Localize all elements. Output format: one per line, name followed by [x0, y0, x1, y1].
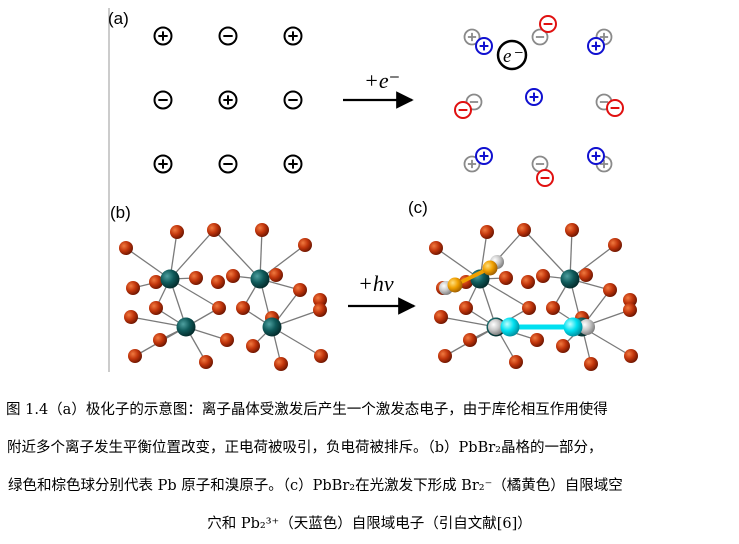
- br-atom: [274, 357, 288, 371]
- br-atom: [149, 275, 163, 289]
- attracted-positive-ion: [475, 37, 493, 55]
- br-atom: [459, 301, 473, 315]
- br-atom: [220, 333, 234, 347]
- pb2-electron-atom: [500, 317, 520, 337]
- negative-ion: [218, 26, 238, 46]
- arrow-label-photon: +hν: [358, 271, 394, 296]
- polaron-figure: (a) (b) (c) +e⁻ e⁻ +hν: [108, 8, 638, 372]
- br-atom: [149, 301, 163, 315]
- repelled-negative-ion: [539, 15, 557, 33]
- br2-hole-atom: [482, 260, 498, 276]
- positive-ion: [283, 26, 303, 46]
- original-ion-position: [531, 155, 549, 173]
- original-ion-position: [463, 28, 481, 46]
- br-atom: [556, 339, 570, 353]
- pbbr2-lattice: [119, 223, 328, 371]
- br-atom: [623, 303, 637, 317]
- br-atom: [212, 301, 226, 315]
- negative-ion: [218, 154, 238, 174]
- original-ion-position: [463, 155, 481, 173]
- panel-label-a: (a): [108, 9, 129, 28]
- pb-atom: [176, 317, 196, 337]
- attracted-positive-ion: [587, 37, 605, 55]
- ion-lattice-ground: [153, 26, 303, 174]
- br-atom: [269, 268, 283, 282]
- caption-line-2: 附近多个离子发生平衡位置改变，正电荷被吸引，负电荷被排斥。（b）PbBr₂晶格的…: [7, 440, 603, 456]
- br-atom: [199, 355, 213, 369]
- pb-atom: [560, 269, 580, 289]
- repelled-negative-ion: [536, 169, 554, 187]
- br-atom: [624, 349, 638, 363]
- br-atom: [255, 223, 269, 237]
- arrow-add-electron: +e⁻: [343, 68, 414, 109]
- positive-ion: [153, 154, 173, 174]
- br-atom: [226, 269, 240, 283]
- br-atom: [207, 223, 221, 237]
- br-atom: [521, 275, 535, 289]
- caption-line-1: 图 1.4（a）极化子的示意图：离子晶体受激发后产生一个激发态电子，由于库伦相互…: [6, 402, 608, 418]
- br-atom: [530, 333, 544, 347]
- br-atom: [298, 238, 312, 252]
- pb2-electron-atom: [563, 317, 583, 337]
- negative-ion: [283, 90, 303, 110]
- br-atom: [293, 283, 307, 297]
- positive-ion: [283, 154, 303, 174]
- caption-line-4: 穴和 Pb₂³⁺（天蓝色）自限域电子（引自文献[6]）: [207, 516, 532, 532]
- panel-label-c: (c): [408, 198, 428, 217]
- panel-label-b: (b): [110, 203, 131, 222]
- br-atom: [429, 241, 443, 255]
- br-atom: [509, 355, 523, 369]
- arrow-label-electron: +e⁻: [364, 68, 400, 93]
- electron-marker: e⁻: [496, 39, 528, 71]
- br-atom: [579, 268, 593, 282]
- br-atom: [126, 281, 140, 295]
- negative-ion: [153, 90, 173, 110]
- pbbr2-self-trapped: [429, 223, 638, 371]
- displaced-atom: [579, 319, 595, 335]
- br-atom: [565, 223, 579, 237]
- arrow-photoexcitation: +hν: [348, 271, 416, 315]
- br-atom: [603, 283, 617, 297]
- pb-atom: [160, 269, 180, 289]
- attracted-positive-ion: [475, 147, 493, 165]
- br-atom: [313, 293, 327, 307]
- displaced-atom: [488, 319, 504, 335]
- pb-atom: [262, 317, 282, 337]
- attracted-positive-ion: [587, 147, 605, 165]
- br-atom: [314, 349, 328, 363]
- br-atom: [480, 225, 494, 239]
- br-atom: [119, 241, 133, 255]
- br-atom: [434, 310, 448, 324]
- positive-ion: [153, 26, 173, 46]
- br-atom: [608, 238, 622, 252]
- br-atom: [153, 333, 167, 347]
- br-atom: [463, 333, 477, 347]
- br-atom: [522, 301, 536, 315]
- br2-hole-atom: [447, 277, 463, 293]
- br-atom: [313, 303, 327, 317]
- br-atom: [124, 310, 138, 324]
- positive-ion: [218, 90, 238, 110]
- br-atom: [128, 349, 142, 363]
- br-atom: [189, 271, 203, 285]
- br-atom: [438, 349, 452, 363]
- repelled-negative-ion: [454, 101, 472, 119]
- br-atom: [499, 271, 513, 285]
- br-atom: [170, 225, 184, 239]
- ion-lattice-polaron: [454, 15, 624, 187]
- br-atom: [584, 357, 598, 371]
- repelled-negative-ion: [606, 99, 624, 117]
- br-atom: [517, 223, 531, 237]
- br-atom: [236, 301, 250, 315]
- br-atom: [211, 275, 225, 289]
- br-atom: [546, 301, 560, 315]
- br-atom: [536, 269, 550, 283]
- br-atom: [623, 293, 637, 307]
- br-atom: [246, 339, 260, 353]
- original-ion-position: [531, 28, 549, 46]
- pb-atom: [250, 269, 270, 289]
- attracted-positive-ion: [525, 88, 543, 106]
- caption-line-3: 绿色和棕色球分别代表 Pb 原子和溴原子。（c）PbBr₂在光激发下形成 Br₂…: [8, 478, 623, 494]
- electron-label: e⁻: [503, 46, 523, 67]
